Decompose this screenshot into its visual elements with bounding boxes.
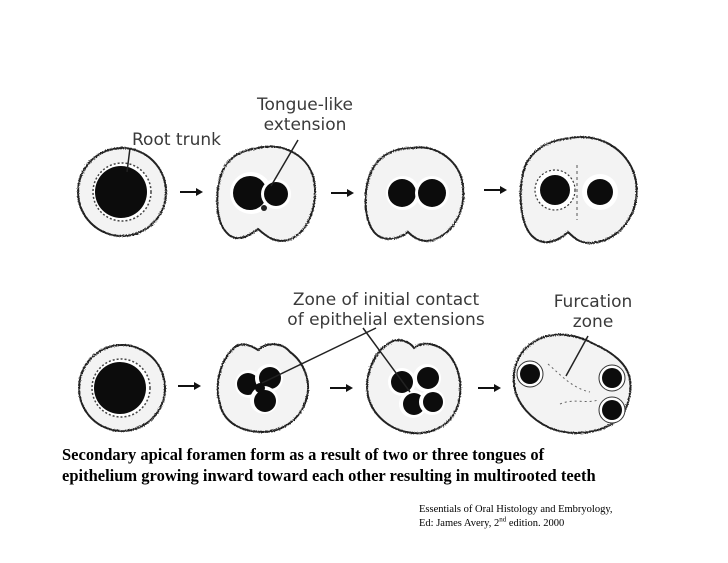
arrow bbox=[180, 188, 203, 196]
citation-line-2: Ed: James Avery, 2nd edition. 2000 bbox=[419, 515, 613, 531]
label-zone-initial-contact: Zone of initial contact of epithelial ex… bbox=[268, 290, 504, 330]
citation-edition: edition. 2000 bbox=[506, 518, 565, 529]
label-zone-line2: of epithelial extensions bbox=[287, 310, 485, 330]
caption: Secondary apical foramen form as a resul… bbox=[62, 444, 722, 486]
label-furcation-line2: zone bbox=[572, 312, 614, 332]
label-tongue-like-line2: extension bbox=[263, 115, 347, 135]
arrow bbox=[178, 382, 201, 390]
top-stage-3-two-openings bbox=[364, 146, 465, 242]
top-stage-1-root-trunk bbox=[77, 147, 167, 237]
arrow bbox=[331, 189, 354, 197]
bottom-stage-4-furcation bbox=[512, 333, 632, 434]
caption-line-2: epithelium growing inward toward each ot… bbox=[62, 466, 596, 485]
arrow bbox=[330, 384, 353, 392]
label-tongue-like-line1: Tongue-like bbox=[257, 95, 353, 115]
label-furcation-line1: Furcation bbox=[553, 292, 633, 312]
bottom-stage-3-initial-contact bbox=[366, 339, 462, 435]
leader-line-furcation bbox=[565, 335, 589, 377]
arrow bbox=[484, 186, 507, 194]
label-zone-line1: Zone of initial contact bbox=[292, 290, 480, 310]
citation: Essentials of Oral Histology and Embryol… bbox=[419, 503, 613, 531]
citation-editor: Ed: James Avery, 2 bbox=[419, 518, 500, 529]
citation-superscript: nd bbox=[499, 515, 507, 524]
bottom-stage-1-root-trunk bbox=[78, 344, 166, 432]
leader-line-tongue-extension bbox=[270, 139, 299, 187]
label-furcation-zone: Furcation zone bbox=[541, 292, 645, 332]
citation-line-1: Essentials of Oral Histology and Embryol… bbox=[419, 504, 613, 515]
leader-line-zone-contact-1 bbox=[362, 327, 411, 393]
arrow bbox=[478, 384, 501, 392]
label-root-trunk: Root trunk bbox=[132, 130, 221, 150]
label-tongue-like-extension: Tongue-like extension bbox=[245, 95, 365, 135]
bottom-stage-2-three-tongues bbox=[216, 343, 309, 434]
root-formation-diagram bbox=[77, 136, 638, 435]
top-stage-4-two-roots bbox=[519, 136, 638, 244]
leader-line-zone-contact-2 bbox=[261, 327, 377, 384]
caption-line-1: Secondary apical foramen form as a resul… bbox=[62, 445, 545, 464]
leader-line-root-trunk bbox=[126, 147, 131, 173]
top-stage-2-tongue-extension bbox=[216, 145, 316, 242]
